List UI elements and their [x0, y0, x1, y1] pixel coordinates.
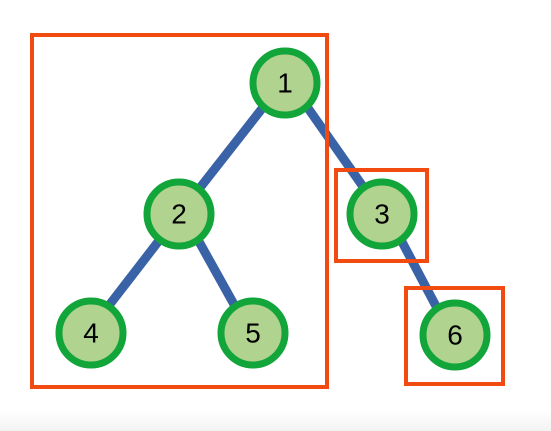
tree-node-6: 6 — [419, 299, 491, 371]
tree-node-3: 3 — [346, 178, 418, 250]
node-circle — [249, 47, 321, 119]
edge-2-4 — [103, 235, 165, 311]
edge-1-2 — [195, 98, 272, 192]
tree-node-2: 2 — [143, 178, 215, 250]
edge-3-6 — [396, 235, 442, 313]
node-circle — [346, 178, 418, 250]
node-circle — [217, 297, 289, 369]
edge-2-5 — [193, 235, 240, 311]
tree-node-5: 5 — [217, 297, 289, 369]
group-box-node-6 — [404, 286, 505, 386]
group-box-subtree-1-2-4-5 — [30, 33, 329, 389]
node-label: 5 — [245, 318, 261, 349]
node-circle — [55, 297, 127, 369]
node-label: 3 — [374, 199, 390, 230]
node-label: 2 — [171, 199, 187, 230]
node-label: 4 — [83, 318, 99, 349]
tree-node-4: 4 — [55, 297, 127, 369]
edge-1-3 — [299, 98, 368, 191]
group-box-node-3 — [334, 168, 429, 263]
node-circle — [419, 299, 491, 371]
tree-node-1: 1 — [249, 47, 321, 119]
node-circle — [143, 178, 215, 250]
node-label: 1 — [277, 68, 293, 99]
node-label: 6 — [447, 320, 463, 351]
